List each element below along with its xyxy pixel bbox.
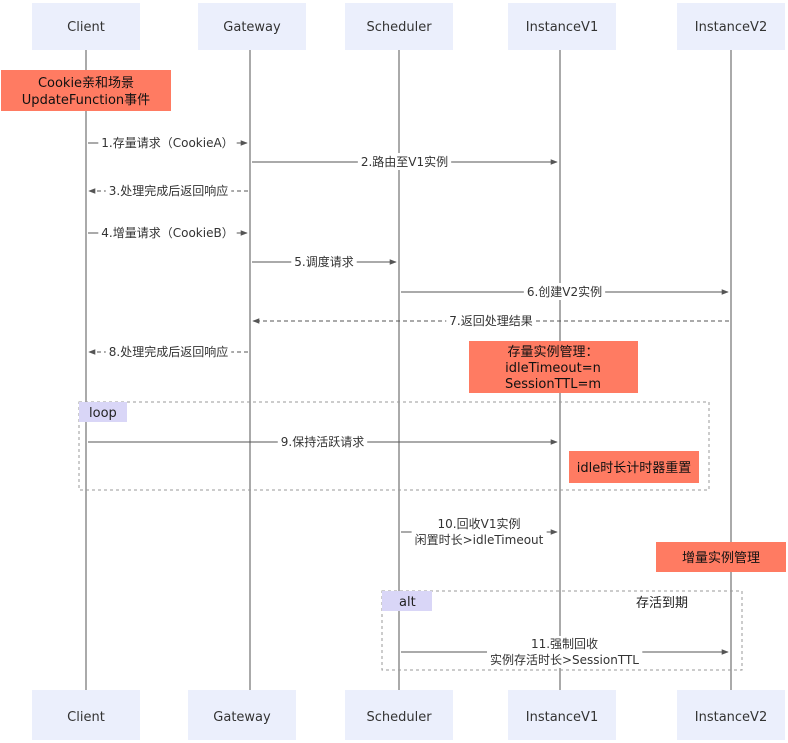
participant-label: Client: [67, 710, 105, 725]
note-idle-reset: idle时长计时器重置: [569, 451, 699, 483]
loop-tag: [79, 402, 127, 422]
participant-label: InstanceV2: [695, 20, 767, 35]
message-label-line: 7.返回处理结果: [449, 314, 532, 328]
message-label-background: [523, 283, 606, 300]
note-line: 增量实例管理: [682, 551, 760, 566]
message-3: 3.处理完成后返回响应: [88, 182, 248, 199]
message-label-line: 9.保持活跃请求: [281, 434, 364, 449]
message-label-line: 实例存活时长>SessionTTL: [490, 652, 639, 667]
note-line: UpdateFunction事件: [22, 93, 150, 108]
message-1: 1.存量请求（CookieA）: [88, 135, 248, 151]
alt-tag-label: alt: [399, 595, 416, 610]
participant-scheduler-top: Scheduler: [345, 3, 453, 50]
message-label-line: 2.路由至V1实例: [361, 154, 448, 169]
participant-label: Client: [67, 20, 105, 35]
alt-tag: [382, 591, 432, 611]
loop-fragment: loop: [78, 401, 710, 491]
message-label-line: 10.回收V1实例: [438, 516, 521, 531]
loop-tag-label: loop: [89, 406, 117, 421]
participants: Client Gateway Scheduler InstanceV1 Inst…: [32, 3, 785, 740]
alt-frame: [381, 590, 743, 671]
participant-label: Scheduler: [366, 710, 432, 725]
note-line: Cookie亲和场景: [38, 76, 134, 91]
message-label: 2.路由至V1实例: [361, 154, 448, 169]
message-label-background: [98, 225, 237, 241]
message-label-background: [98, 135, 237, 151]
note-line: 存量实例管理：: [507, 345, 598, 360]
participant-client-top: Client: [32, 3, 140, 50]
message-4: 4.增量请求（CookieB）: [88, 225, 248, 241]
message-label: 6.创建V2实例: [527, 284, 602, 299]
message-label-line: 11.强制回收: [531, 637, 598, 651]
message-7: 7.返回处理结果: [252, 313, 729, 329]
participant-instancev2-bottom: InstanceV2: [677, 690, 785, 740]
note-line: idleTimeout=n: [505, 361, 601, 376]
message-label-background: [291, 253, 357, 270]
message-label-line: 4.增量请求（CookieB）: [101, 226, 233, 240]
note-title: Cookie亲和场景 UpdateFunction事件: [1, 70, 171, 111]
message-label-background: [105, 343, 232, 360]
alt-fragment: alt 存活到期: [381, 590, 743, 671]
note-line: idle时长计时器重置: [577, 460, 691, 476]
message-label: 4.增量请求（CookieB）: [101, 226, 233, 240]
participant-label: InstanceV2: [695, 710, 767, 725]
participant-label: InstanceV1: [526, 710, 598, 725]
participant-label: InstanceV1: [526, 20, 598, 35]
participant-instancev1-bottom: InstanceV1: [508, 690, 616, 740]
message-9: 9.保持活跃请求: [88, 433, 558, 450]
message-8: 8.处理完成后返回响应: [88, 343, 248, 360]
participant-label: Gateway: [223, 20, 281, 35]
message-label: 8.处理完成后返回响应: [109, 344, 228, 359]
message-label-line: 8.处理完成后返回响应: [109, 344, 228, 359]
message-2: 2.路由至V1实例: [252, 153, 558, 170]
message-label: 3.处理完成后返回响应: [109, 183, 228, 198]
message-label-background: [277, 433, 368, 450]
message-label: 5.调度请求: [294, 254, 353, 269]
participant-gateway-top: Gateway: [198, 3, 306, 50]
note-stock-instance: 存量实例管理： idleTimeout=n SessionTTL=m: [469, 341, 638, 393]
message-label-line: 6.创建V2实例: [527, 284, 602, 299]
participant-instancev2-top: InstanceV2: [677, 3, 785, 50]
participant-instancev1-top: InstanceV1: [508, 3, 616, 50]
message-label-line: 3.处理完成后返回响应: [109, 183, 228, 198]
message-label-line: 1.存量请求（CookieA）: [101, 136, 233, 150]
message-label-line: 闲置时长>idleTimeout: [415, 533, 544, 547]
note-line: SessionTTL=m: [505, 377, 601, 392]
participant-scheduler-bottom: Scheduler: [345, 690, 453, 740]
message-5: 5.调度请求: [252, 253, 397, 270]
message-6: 6.创建V2实例: [401, 283, 729, 300]
message-label-background: [446, 313, 536, 329]
message-label-background: [357, 153, 452, 170]
message-label: 1.存量请求（CookieA）: [101, 136, 233, 150]
message-label-line: 5.调度请求: [294, 254, 353, 269]
loop-frame: [78, 401, 710, 491]
message-label: 9.保持活跃请求: [281, 434, 364, 449]
messages: 1.存量请求（CookieA） 2.路由至V1实例 3.处理完成后返回响应 4.增量请…: [88, 135, 729, 668]
participant-client-bottom: Client: [32, 690, 140, 740]
participant-gateway-bottom: Gateway: [188, 690, 296, 740]
message-label-background: [487, 636, 643, 668]
note-incremental-instance: 增量实例管理: [656, 542, 786, 572]
message-label-background: [411, 515, 547, 548]
alt-condition: 存活到期: [636, 596, 688, 611]
message-label-background: [105, 182, 232, 199]
participant-label: Gateway: [213, 710, 271, 725]
participant-label: Scheduler: [366, 20, 432, 35]
message-label: 7.返回处理结果: [449, 314, 532, 328]
